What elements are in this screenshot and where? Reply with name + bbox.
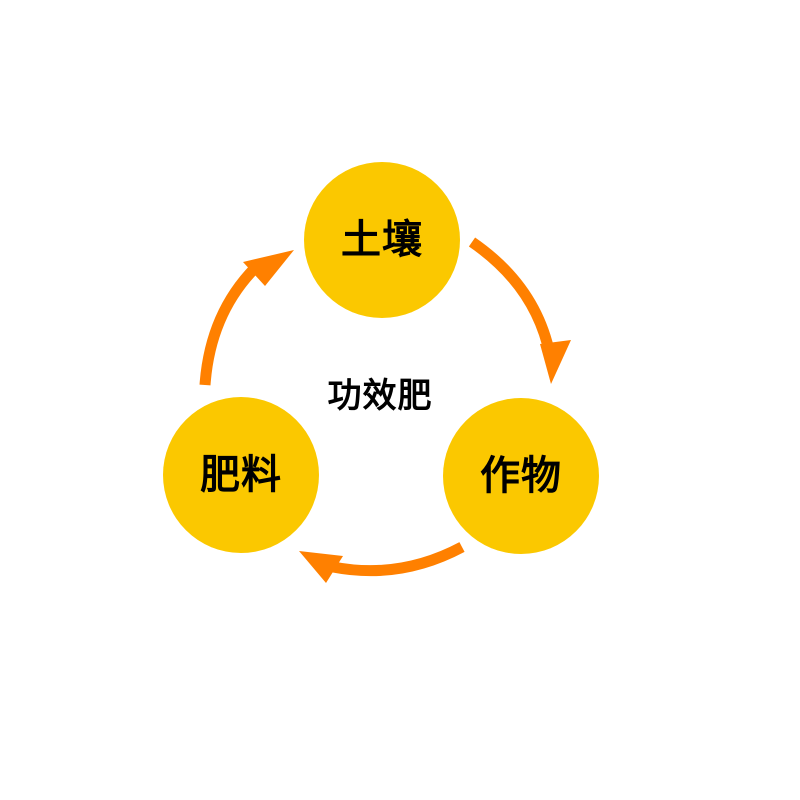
node-fertilizer-label: 肥料 <box>200 452 282 498</box>
arrow-soil-to-crop-arc <box>468 237 556 357</box>
arrow-soil-to-crop-head <box>540 340 571 384</box>
arrow-soil-to-crop <box>468 237 571 384</box>
node-crop-label: 作物 <box>480 453 562 499</box>
arrow-crop-to-fertilizer-arc <box>331 542 465 577</box>
node-crop: 作物 <box>443 398 599 554</box>
arrow-crop-to-fertilizer-head <box>299 551 343 583</box>
node-soil-label: 土壤 <box>341 217 423 263</box>
arrow-fertilizer-to-soil-head <box>243 250 294 286</box>
arrow-fertilizer-to-soil-arc <box>199 264 259 386</box>
arrow-crop-to-fertilizer <box>299 542 465 583</box>
node-soil: 土壤 <box>304 162 460 318</box>
arrow-fertilizer-to-soil <box>199 250 294 386</box>
center-label: 功效肥 <box>327 376 433 416</box>
node-fertilizer: 肥料 <box>163 397 319 553</box>
